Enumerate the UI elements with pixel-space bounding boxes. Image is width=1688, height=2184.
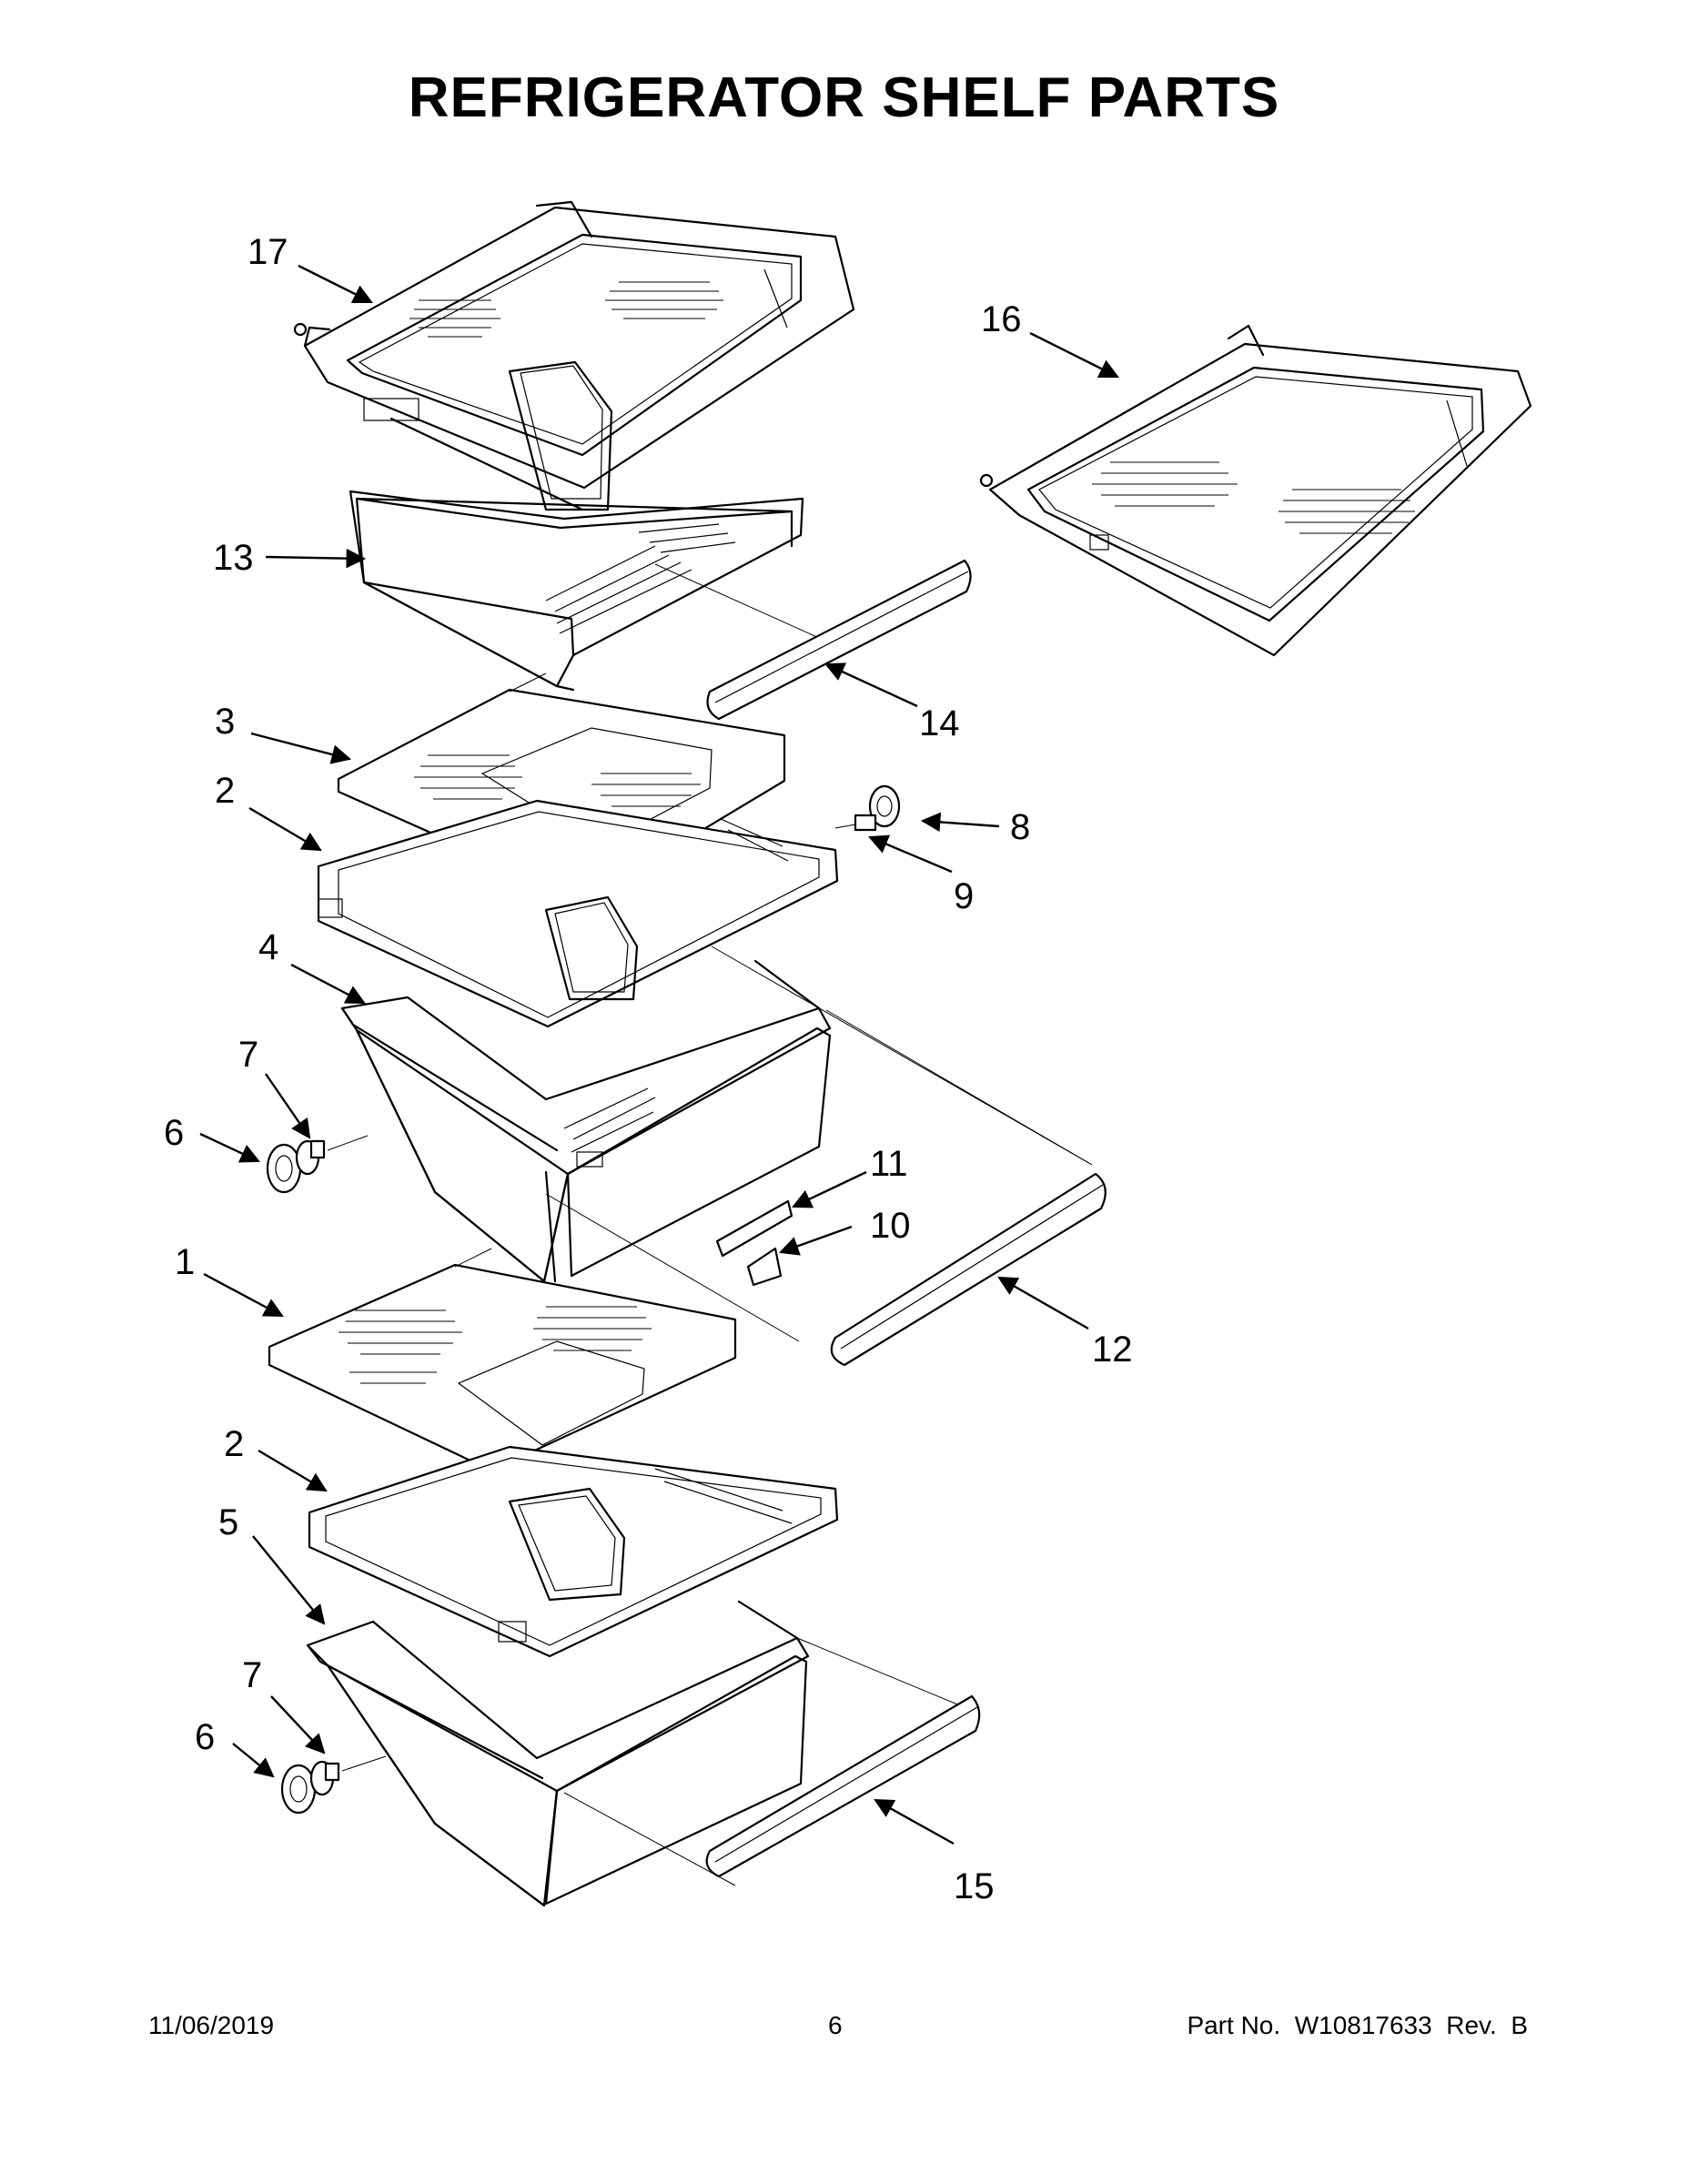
callout-4: 4 [258, 927, 278, 967]
leader-arrows [199, 264, 1119, 1845]
part-14-pan [349, 490, 838, 692]
part-6-7-upper-roller [266, 1135, 369, 1194]
arrow-4 [290, 963, 366, 1005]
arrow-1 [203, 1272, 284, 1318]
callout-17: 16 [981, 299, 1022, 339]
arrow-6-upper [199, 1132, 260, 1163]
callout-1: 1 [175, 1242, 195, 1282]
callout-12: 12 [1092, 1330, 1133, 1370]
arrow-14 [265, 548, 367, 569]
callout-11: 11 [870, 1144, 908, 1184]
arrow-17 [1029, 331, 1119, 379]
footer-part-number: Part No. W10817633 Rev. B [1187, 2011, 1528, 2039]
arrow-2-upper [248, 806, 322, 852]
callout-7-upper: 7 [238, 1035, 258, 1075]
footer-date: 11/06/2019 [148, 2011, 275, 2039]
part-4-crisper-drawer [340, 945, 1093, 1342]
callout-6-upper: 6 [164, 1113, 184, 1153]
arrow-12 [997, 1276, 1089, 1330]
callout-2-upper: 2 [215, 771, 235, 811]
callout-10: 10 [870, 1206, 911, 1246]
part-15-rail [706, 559, 972, 721]
part-6-7-lower-roller [280, 1755, 387, 1815]
callout-16: 17 [248, 232, 288, 272]
footer-page-number: 6 [828, 2011, 843, 2039]
page-title: REFRIGERATOR SHELF PARTS [408, 66, 1280, 129]
callout-7-lower: 7 [242, 1655, 262, 1695]
arrow-9 [868, 834, 953, 874]
part-16-top-shelf-assembly [293, 200, 855, 511]
arrow-16 [298, 264, 373, 304]
callout-6-lower: 6 [195, 1717, 215, 1757]
callout-2-lower: 2 [224, 1424, 244, 1464]
arrow-3 [250, 732, 352, 764]
callout-14: 13 [213, 538, 254, 578]
arrow-13 [874, 1798, 955, 1845]
callout-9: 9 [954, 876, 974, 916]
callout-5: 5 [218, 1502, 238, 1542]
part-2-upper-frame [317, 799, 839, 1028]
arrow-8 [920, 812, 1000, 833]
part-8-9-right-roller [834, 784, 901, 832]
callout-8: 8 [1010, 807, 1030, 847]
part-13-rail [705, 1694, 981, 1878]
callout-labels: 17 16 13 14 3 2 8 9 4 7 6 11 10 1 12 2 5… [164, 232, 1133, 1906]
arrow-10 [778, 1225, 853, 1256]
callout-3: 3 [215, 702, 235, 742]
callout-15: 14 [919, 703, 960, 743]
part-1-glass-shelf [268, 1248, 737, 1472]
arrow-11 [792, 1170, 867, 1208]
part-5-lower-drawer [306, 1600, 978, 1907]
part-10-11-clip-label [715, 1199, 793, 1287]
arrow-2-lower [258, 1449, 328, 1492]
part-17-shelf-assembly [979, 324, 1532, 657]
callout-13: 15 [954, 1866, 995, 1906]
arrow-15 [824, 662, 918, 708]
part-12-rail [830, 1172, 1107, 1367]
part-2-lower-frame [308, 1445, 839, 1658]
arrow-7-upper [265, 1073, 311, 1139]
arrow-5 [252, 1535, 326, 1625]
arrow-6-lower [232, 1743, 275, 1778]
arrow-7-lower [270, 1695, 326, 1754]
